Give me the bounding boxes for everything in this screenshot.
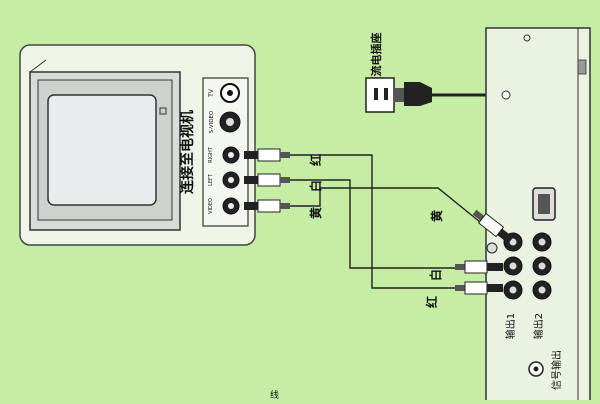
player-serial-port-inner	[538, 194, 550, 214]
tv-tv-label: TV	[208, 88, 215, 98]
tv-svideo-jack-hole	[226, 118, 234, 126]
tv-plugs	[244, 148, 290, 213]
cable-white-label-player: 白	[428, 269, 443, 281]
tv-left-jack-hole	[228, 177, 234, 183]
tv-label: 连接至电视机	[179, 110, 196, 194]
power-outlet-slot-2	[384, 88, 388, 100]
plug-yellow-player	[472, 209, 514, 244]
player-signal-out-jack-core	[533, 366, 539, 372]
player-tab	[577, 59, 587, 75]
player-output1-label: 输出1	[504, 313, 517, 339]
tv-antenna-jack-core	[227, 90, 233, 96]
plug-red-tv	[244, 148, 290, 162]
player-plugs	[455, 209, 514, 295]
cable-yellow	[290, 187, 481, 223]
tv-video-label: VIDEO	[208, 198, 214, 214]
power-outlet-label: 交流电插座	[369, 33, 383, 88]
tv-set: 连接至电视机 TV S-VIDEO RIGHT LEFT VIDEO	[19, 44, 256, 246]
tv-video-jack-hole	[228, 203, 234, 209]
power-plug-prongs	[394, 88, 404, 102]
cable-red-label-tv: 红	[308, 154, 323, 166]
tv-right-jack-hole	[228, 152, 234, 158]
player-signal-out-label: 信号输出	[550, 350, 563, 390]
tv-left-label: LEFT	[208, 173, 214, 186]
cable-white	[290, 179, 455, 269]
stray-glyph: 线	[270, 389, 279, 400]
power-plug-body	[404, 82, 432, 106]
output1-jacks	[503, 232, 523, 300]
player-aux-jack	[486, 242, 498, 254]
cable-white-label-tv: 白	[308, 180, 323, 192]
tv-screen	[47, 94, 157, 206]
dvd-player: 输出1 输出2 信号输出	[485, 27, 591, 404]
player-output2-label: 输出2	[532, 313, 545, 339]
tv-right-label: RIGHT	[208, 146, 214, 163]
player-screw	[523, 34, 531, 42]
player-power-inlet	[501, 90, 511, 100]
cable-red	[290, 154, 455, 289]
plug-white-player	[455, 260, 503, 274]
plug-red-player	[455, 281, 503, 295]
cable-yellow-label-tv: 黄	[308, 207, 323, 219]
plug-white-tv	[244, 173, 290, 187]
cables	[290, 154, 481, 289]
tv-power-button	[159, 107, 167, 115]
tv-top-edge	[29, 59, 47, 73]
power-outlet	[365, 77, 395, 113]
power-outlet-slot-1	[374, 88, 378, 100]
cable-red-label-player: 红	[424, 296, 439, 308]
cable-yellow-label-player: 黄	[429, 210, 444, 222]
output2-jacks	[532, 232, 552, 300]
tv-svideo-label: S-VIDEO	[209, 110, 215, 133]
plug-yellow-tv	[244, 199, 290, 213]
